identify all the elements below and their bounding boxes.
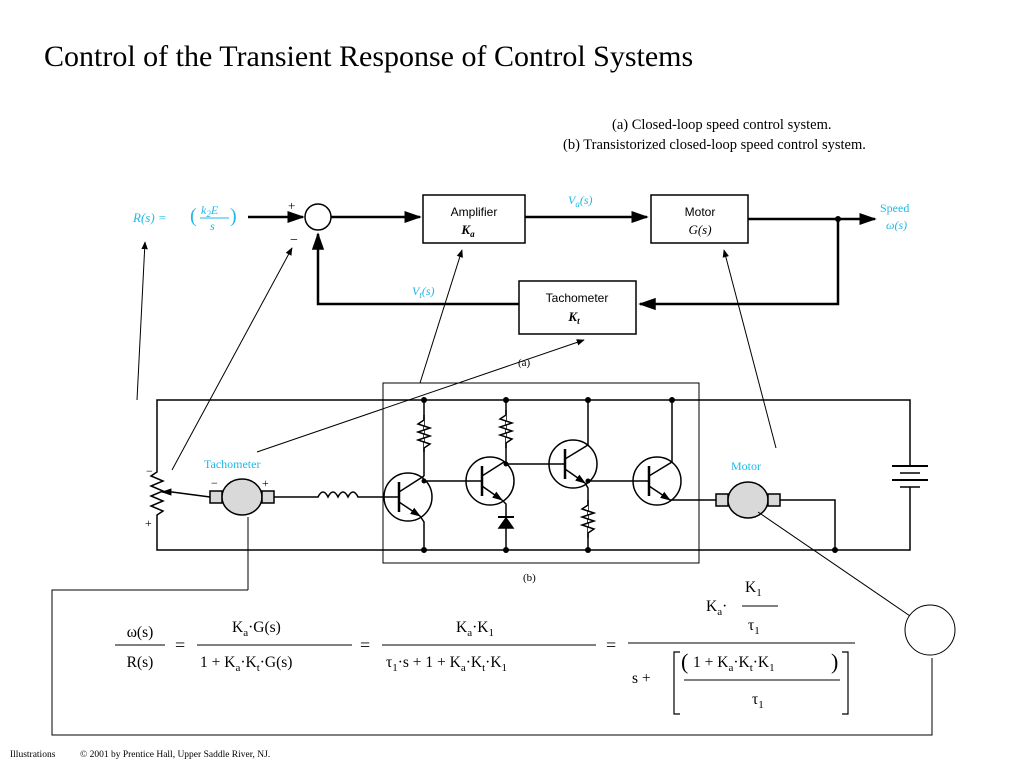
resistor-r2 xyxy=(497,410,515,448)
q1-emitter xyxy=(398,501,421,517)
tach-brush-right xyxy=(261,490,275,504)
block-diagram: R(s) = ( k2E s ) + − Amplifier Ka Va(s) … xyxy=(132,193,909,369)
circuit-bottom-wire xyxy=(156,487,911,551)
equals-2: = xyxy=(360,635,370,655)
input-paren-right: ) xyxy=(230,205,237,227)
motor-link-line xyxy=(757,511,914,619)
footer-illustrations: Illustrations xyxy=(10,750,56,760)
tachometer-gain: Kt xyxy=(567,309,580,326)
q2-emitter xyxy=(481,485,503,501)
tach-brush-left xyxy=(209,490,223,504)
resistor-r3 xyxy=(579,500,597,538)
arrow-pot-to-junction xyxy=(171,247,293,471)
arrow-pot-to-input xyxy=(136,241,148,401)
summing-junction xyxy=(304,203,332,231)
q2-collector-wire xyxy=(504,400,507,463)
amplifier-gain: Ka xyxy=(460,222,475,239)
output-label: Speed xyxy=(880,201,909,215)
input-label: R(s) = xyxy=(132,210,167,225)
q2-collector xyxy=(481,461,505,477)
part-a-label: (a) xyxy=(518,357,531,369)
tachometer-block-label: Tachometer xyxy=(546,291,609,305)
term1-numerator: Ka·G(s) xyxy=(232,619,281,639)
inner-paren-left: ( xyxy=(681,649,688,674)
circuit-tachometer-label: Tachometer xyxy=(204,457,260,471)
input-den: s xyxy=(210,219,215,233)
q4-collector xyxy=(648,461,673,477)
circuit-top-wire xyxy=(156,399,911,465)
footer-copyright: © 2001 by Prentice Hall, Upper Saddle Ri… xyxy=(80,750,271,760)
field-coil xyxy=(274,491,384,499)
q4-emitter xyxy=(648,485,671,501)
feedback-to-tach-line xyxy=(638,219,840,311)
output-symbol: ω(s) xyxy=(886,218,907,232)
term3-num-k1: K1 xyxy=(745,579,762,599)
motor-block xyxy=(650,194,749,244)
tach-plus-sign: + xyxy=(262,476,269,490)
circuit-junction-dots xyxy=(421,397,838,553)
mapping-arrows xyxy=(51,241,956,736)
sum-minus-sign: − xyxy=(290,233,298,248)
equals-3: = xyxy=(606,635,616,655)
term3-den-inner: 1 + Ka·Kt·K1 xyxy=(693,654,775,674)
slide-title: Control of the Transient Response of Con… xyxy=(44,40,694,73)
q2-emitter-wire xyxy=(501,499,507,550)
q3-collector xyxy=(564,444,589,460)
transfer-function-equation: ω(s) R(s) = Ka·G(s) 1 + Ka·Kt·G(s) = Ka·… xyxy=(115,579,855,715)
diode xyxy=(497,516,515,529)
input-num: k2E xyxy=(201,203,219,219)
pot-plus-sign: + xyxy=(145,516,152,530)
va-signal-label: Va(s) xyxy=(568,193,593,209)
tachometer-generator xyxy=(221,478,263,516)
feedback-to-junction-line xyxy=(311,232,519,306)
circuit-diagram xyxy=(149,382,928,564)
transistor-amplifier-box xyxy=(382,382,700,564)
resistor-r1 xyxy=(415,415,433,452)
potentiometer xyxy=(149,465,165,525)
q1-emitter-wire xyxy=(419,515,425,550)
term3-den-tau: τ1 xyxy=(752,691,764,711)
equation-frame-line xyxy=(51,589,933,736)
part-b-label: (b) xyxy=(523,572,536,584)
lhs-numerator: ω(s) xyxy=(127,624,154,641)
motor-tf: G(s) xyxy=(688,222,711,237)
wiper-to-tach-wire xyxy=(171,491,211,498)
motor-label: Motor xyxy=(685,205,716,219)
tach-minus-sign: − xyxy=(211,476,218,490)
pot-minus-sign: − xyxy=(146,464,153,478)
tachometer-block xyxy=(518,280,637,335)
term1-denominator: 1 + Ka·Kt·G(s) xyxy=(200,654,292,674)
amplifier-block xyxy=(422,194,526,244)
circuit-motor-label: Motor xyxy=(731,459,761,473)
term2-denominator: τ1·s + 1 + Ka·Kt·K1 xyxy=(386,654,507,674)
motor-brush-left xyxy=(715,493,729,507)
caption-b: (b) Transistorized closed-loop speed con… xyxy=(563,137,866,153)
term3-den-s: s + xyxy=(632,670,651,687)
term2-numerator: Ka·K1 xyxy=(456,619,494,639)
input-paren-left: ( xyxy=(190,205,197,227)
arrow-motor-to-motorblock xyxy=(722,249,777,449)
q1-collector xyxy=(398,475,425,493)
equals-1: = xyxy=(175,635,185,655)
motor-return-wire xyxy=(780,499,836,550)
caption-a: (a) Closed-loop speed control system. xyxy=(612,117,832,133)
vt-signal-label: Vt(s) xyxy=(412,284,435,300)
lhs-denominator: R(s) xyxy=(127,654,154,671)
motor-armature xyxy=(727,481,769,519)
amplifier-label: Amplifier xyxy=(451,205,498,219)
term3-num-ka: Ka· xyxy=(706,598,727,618)
inner-paren-right: ) xyxy=(831,649,838,674)
motor-brush-right xyxy=(767,493,781,507)
sum-plus-sign: + xyxy=(288,198,295,213)
right-bracket xyxy=(842,651,849,715)
term3-num-tau: τ1 xyxy=(748,617,760,637)
q3-emitter xyxy=(564,468,586,484)
arrow-tach-to-tachblock xyxy=(256,339,585,453)
left-bracket xyxy=(673,651,680,715)
annotation-circle xyxy=(904,604,956,656)
arrow-amp-to-ampblock xyxy=(419,249,463,384)
